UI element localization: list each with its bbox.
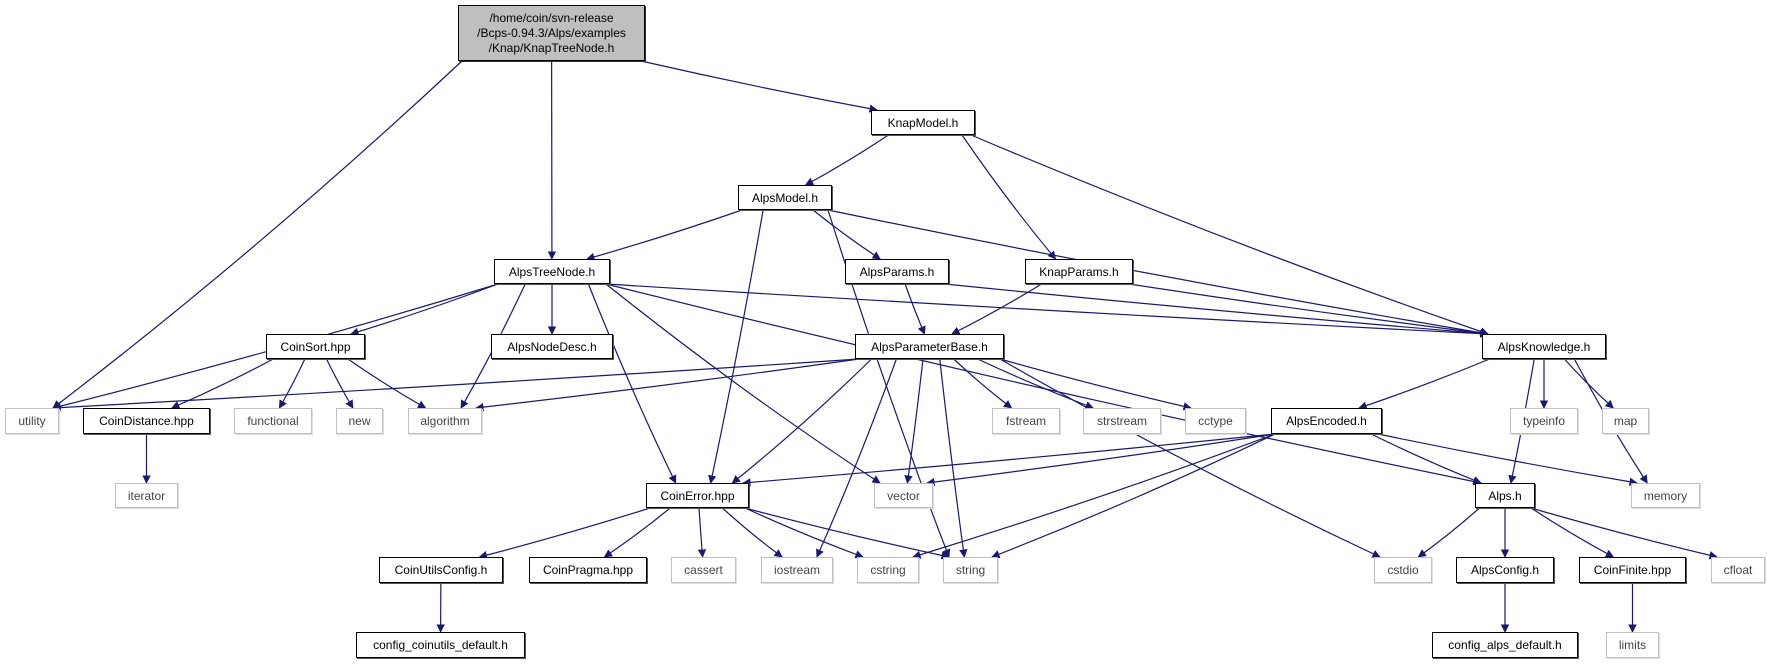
node-memory: memory <box>1631 483 1700 508</box>
edge-alpsparameterbase-to-string <box>939 358 968 558</box>
node-map: map <box>1602 408 1649 434</box>
edge-alpsencoded-to-vector <box>926 433 1276 487</box>
node-coinerror[interactable]: CoinError.hpp <box>646 483 749 508</box>
edge-root-to-knapmodel <box>640 60 878 113</box>
node-typeinfo: typeinfo <box>1510 408 1578 434</box>
edge-root-to-utility <box>52 60 463 409</box>
node-alpsconfig[interactable]: AlpsConfig.h <box>1456 557 1554 583</box>
edge-alpsknowledge-to-alpsencoded <box>1358 358 1490 410</box>
node-config-alps-default[interactable]: config_alps_default.h <box>1432 632 1578 658</box>
node-alpsknowledge[interactable]: AlpsKnowledge.h <box>1482 334 1606 359</box>
edge-knapmodel-to-knapparams <box>961 134 1057 260</box>
node-functional: functional <box>234 408 312 434</box>
edge-alpstreenode-to-vector <box>605 283 881 484</box>
node-cassert: cassert <box>671 557 736 583</box>
edge-alpsparameterbase-to-cctype <box>999 358 1192 411</box>
edge-coinsort-to-functional <box>278 358 306 409</box>
node-cstdio: cstdio <box>1374 557 1432 583</box>
node-alps[interactable]: Alps.h <box>1475 483 1535 508</box>
edge-coinerror-to-cstring <box>744 507 864 559</box>
node-knapparams[interactable]: KnapParams.h <box>1025 259 1133 284</box>
edge-alpsparameterbase-to-strstream <box>977 358 1094 410</box>
edge-coinsort-to-coindistance <box>171 358 274 409</box>
edge-coinerror-to-iostream <box>721 507 783 558</box>
node-coinfinite[interactable]: CoinFinite.hpp <box>1579 557 1686 583</box>
edge-alpstreenode-to-coinsort <box>350 283 499 336</box>
node-alpstreenode[interactable]: AlpsTreeNode.h <box>494 259 610 284</box>
node-iostream: iostream <box>761 557 833 583</box>
edge-alpsencoded-to-coinerror <box>742 433 1276 487</box>
node-strstream: strstream <box>1083 408 1161 434</box>
edge-alpsmodel-to-string <box>827 209 951 558</box>
edge-knapmodel-to-alpsmodel <box>804 134 889 186</box>
edge-coinerror-to-string <box>744 507 950 560</box>
edge-alpsparameterbase-to-cstdio <box>999 358 1381 558</box>
node-string: string <box>943 557 998 583</box>
edge-alpsparameterbase-to-vector <box>904 358 924 484</box>
edge-alpstreenode-to-coinerror <box>587 283 677 484</box>
node-fstream: fstream <box>992 408 1060 434</box>
node-coinutilsconfig[interactable]: CoinUtilsConfig.h <box>379 557 503 583</box>
edge-alpsmodel-to-coinerror <box>708 209 764 484</box>
node-cstring: cstring <box>857 557 919 583</box>
edge-alpsparameterbase-to-utility <box>52 358 860 412</box>
edge-alpsencoded-to-alps <box>1370 433 1482 485</box>
edge-alpsencoded-to-cstring <box>912 433 1276 559</box>
node-iterator: iterator <box>115 483 178 508</box>
edge-alpsparams-to-alpsknowledge <box>944 283 1489 338</box>
edge-alpsknowledge-to-map <box>1563 358 1614 409</box>
edge-knapparams-to-alpsparameterbase <box>951 283 1042 335</box>
node-root[interactable]: /home/coin/svn-release /Bcps-0.94.3/Alps… <box>458 5 645 61</box>
node-utility: utility <box>5 408 59 434</box>
edge-knapparams-to-alpsknowledge <box>1128 283 1489 338</box>
edge-alps-to-cstdio <box>1417 507 1480 558</box>
edge-coinerror-to-coinutilsconfig <box>478 507 651 560</box>
node-config-coinutils-default[interactable]: config_coinutils_default.h <box>356 632 525 658</box>
edge-alpsmodel-to-alpsparams <box>812 209 881 260</box>
edge-alpsencoded-to-string <box>991 433 1276 559</box>
edge-coinsort-to-new <box>325 358 354 409</box>
node-alpsmodel[interactable]: AlpsModel.h <box>738 185 832 210</box>
node-alpsparams[interactable]: AlpsParams.h <box>845 259 949 284</box>
edge-alps-to-cfloat <box>1530 507 1718 560</box>
edge-alpsparams-to-alpsparameterbase <box>904 283 926 335</box>
edge-alps-to-coinfinite <box>1530 507 1615 558</box>
edge-alpstreenode-to-alpsknowledge <box>605 283 1489 338</box>
edge-coinsort-to-algorithm <box>347 358 427 409</box>
node-new: new <box>336 408 383 434</box>
edge-alpsparameterbase-to-algorithm <box>475 358 860 412</box>
edge-alpsparameterbase-to-coinerror <box>731 358 872 484</box>
node-alpsparameterbase[interactable]: AlpsParameterBase.h <box>855 334 1004 359</box>
node-knapmodel[interactable]: KnapModel.h <box>871 110 975 135</box>
node-vector: vector <box>874 483 933 508</box>
node-alpsnodedesc[interactable]: AlpsNodeDesc.h <box>491 334 613 359</box>
node-limits: limits <box>1606 632 1659 658</box>
edge-coinerror-to-coinpragma <box>603 507 671 558</box>
node-coinsort[interactable]: CoinSort.hpp <box>266 334 365 359</box>
edge-alpsparameterbase-to-iostream <box>816 358 897 558</box>
node-cctype: cctype <box>1185 408 1246 434</box>
node-algorithm: algorithm <box>408 408 482 434</box>
edge-alpsparameterbase-to-fstream <box>953 358 1013 409</box>
node-coindistance[interactable]: CoinDistance.hpp <box>83 408 210 434</box>
edge-alpsmodel-to-alpstreenode <box>586 209 743 261</box>
edge-alpsencoded-to-memory <box>1377 433 1638 486</box>
edge-coinerror-to-cassert <box>697 507 707 558</box>
node-coinpragma[interactable]: CoinPragma.hpp <box>529 557 647 583</box>
edge-alpsmodel-to-alpsknowledge <box>827 209 1489 337</box>
node-alpsencoded[interactable]: AlpsEncoded.h <box>1271 408 1382 434</box>
edge-knapmodel-to-alpsknowledge <box>970 134 1489 336</box>
node-cfloat: cfloat <box>1711 557 1765 583</box>
